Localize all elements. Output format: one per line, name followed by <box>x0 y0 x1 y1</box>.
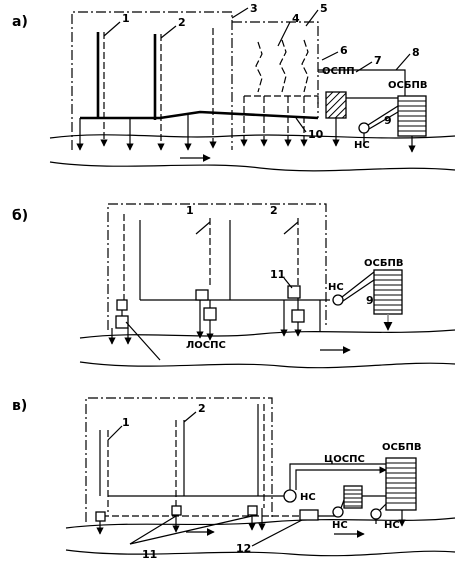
panel-b-osbpv-label: ОСБПВ <box>364 258 403 269</box>
panel-b-letter: б) <box>12 208 28 224</box>
panel-b-river-bottom-bank <box>79 361 456 369</box>
panel-a-callout-7: 7 <box>374 54 382 67</box>
panel-a-callout-2: 2 <box>178 16 186 29</box>
panel-c-osbpv-label: ОСБПВ <box>382 442 421 453</box>
panel-a-osbpv-label: ОСБПВ <box>388 80 427 91</box>
panel-b-local-unit-3a <box>287 285 301 299</box>
panel-a-leader-3 <box>231 7 249 19</box>
panel-a-shop-4-collector <box>244 95 319 104</box>
panel-c-pump-3 <box>370 508 382 520</box>
panel-b-leader-2 <box>283 221 299 235</box>
panel-c-leader-2 <box>183 411 197 423</box>
panel-a-callout-6: 6 <box>340 44 348 57</box>
panel-a-leader-6 <box>321 51 339 61</box>
panel-c-local-unit-3 <box>247 505 258 516</box>
panel-c-river-bottom-bank <box>65 549 456 557</box>
panel-b-callout-1: 1 <box>186 204 194 217</box>
panel-a-callout-5: 5 <box>320 2 328 15</box>
panel-b-osbpv-box <box>373 269 403 315</box>
panel-c-pump-2-label: НС <box>332 520 348 531</box>
panel-a-shop-4-line-b <box>279 39 287 93</box>
panel-a-leader-1 <box>103 21 121 37</box>
panel-b-leader-losps <box>125 321 161 361</box>
panel-c-leader-11-a <box>129 515 177 545</box>
panel-a-osbpv-hatching <box>398 100 426 132</box>
panel-b-leader-1 <box>195 221 211 235</box>
panel-b: б) НС ОСБПВ <box>12 203 456 369</box>
panel-c-callout-1: 1 <box>122 416 130 429</box>
panel-b-local-unit-1a <box>116 299 128 311</box>
panel-a-pump-to-osbpv <box>367 105 399 126</box>
panel-b-pump-label: НС <box>328 282 344 293</box>
panel-b-local-unit-2a <box>195 289 209 301</box>
panel-b-callout-2: 2 <box>270 204 278 217</box>
panel-c-callout-11: 11 <box>142 548 157 561</box>
panel-c-leader-1 <box>107 425 123 441</box>
panel-c-cosps-box <box>343 485 363 509</box>
panel-b-pump-to-osbpv-2 <box>342 279 375 302</box>
panel-a-letter: а) <box>12 14 28 30</box>
panel-a-pump <box>358 122 370 134</box>
panel-c-leader-12 <box>251 519 303 547</box>
panel-c-pump-3-to-osbpv <box>379 503 387 511</box>
panel-a-ospp-label: ОСПП <box>322 66 355 77</box>
panel-a-collector-10 <box>80 110 319 120</box>
panel-c-pump-3-label: НС <box>384 520 400 531</box>
panel-c-pump-2 <box>332 506 344 518</box>
panel-c-pump-2-to-cosps <box>340 499 345 509</box>
panel-a-leader-10 <box>295 117 307 133</box>
panel-a-pump-label: НС <box>354 140 370 151</box>
panel-c: в) НС ЦОСПС <box>12 397 456 561</box>
panel-a-river-top-bank <box>49 134 456 139</box>
panel-a-shop-4-line-a <box>255 41 263 93</box>
panel-b-boundary <box>107 203 327 330</box>
panel-a-boundary-5 <box>232 21 319 118</box>
panel-a-callout-8: 8 <box>412 46 420 59</box>
panel-a-callout-10: 10 <box>308 128 324 141</box>
panel-c-boundary <box>85 397 273 522</box>
panel-c-local-unit-1 <box>95 511 106 522</box>
panel-c-pump-1-label: НС <box>300 492 316 503</box>
panel-a-callout-9: 9 <box>384 114 392 127</box>
panel-a-boundary-to-osbpv <box>318 69 406 96</box>
panel-c-callout-2: 2 <box>198 402 206 415</box>
panel-b-callout-9: 9 <box>366 294 374 307</box>
panel-a-pump-to-osbpv-2 <box>368 111 399 130</box>
panel-c-letter: в) <box>12 398 27 414</box>
panel-a-leader-5 <box>305 9 319 27</box>
panel-a-leader-8 <box>395 53 411 71</box>
panel-b-local-unit-3b <box>291 309 305 323</box>
panel-a-callout-4: 4 <box>292 12 300 25</box>
panel-a: а) ОСПП ОСБПВ <box>12 2 456 172</box>
panel-a-river-bottom-bank <box>49 161 456 172</box>
panel-b-losps-label: ЛОСПС <box>186 340 226 351</box>
panel-c-local-unit-2 <box>171 505 182 516</box>
panel-c-cosps-label: ЦОСПС <box>324 454 365 465</box>
panel-b-local-unit-2b <box>203 307 217 321</box>
panel-c-unit-12 <box>299 509 319 521</box>
panel-a-callout-3: 3 <box>250 2 258 15</box>
panel-b-leader-11 <box>283 277 293 289</box>
panel-b-osbpv-hatching <box>374 274 402 311</box>
panel-c-main-to-osbpv-2 <box>295 466 387 490</box>
panel-c-leader-11-b <box>129 515 253 545</box>
panel-a-shop-4-line-c <box>301 39 309 93</box>
panel-a-leader-7 <box>355 61 373 73</box>
panel-a-callout-1: 1 <box>122 12 130 25</box>
panel-c-cosps-hatching <box>344 489 362 507</box>
panel-a-ospp-box <box>325 91 347 119</box>
panel-c-pump-1 <box>283 489 297 503</box>
panel-c-osbpv-box <box>385 457 417 511</box>
panel-b-pump-to-osbpv-1 <box>341 271 375 298</box>
panel-b-callout-11: 11 <box>270 268 285 281</box>
panel-b-pump <box>332 294 344 306</box>
panel-a-leader-2 <box>160 25 177 39</box>
panel-a-leader-4 <box>277 21 291 47</box>
panel-c-main-to-osbpv-1 <box>289 463 386 490</box>
panel-c-osbpv-hatching <box>386 462 416 504</box>
panel-a-boundary-3 <box>71 11 233 150</box>
panel-c-callout-12: 12 <box>236 542 251 555</box>
